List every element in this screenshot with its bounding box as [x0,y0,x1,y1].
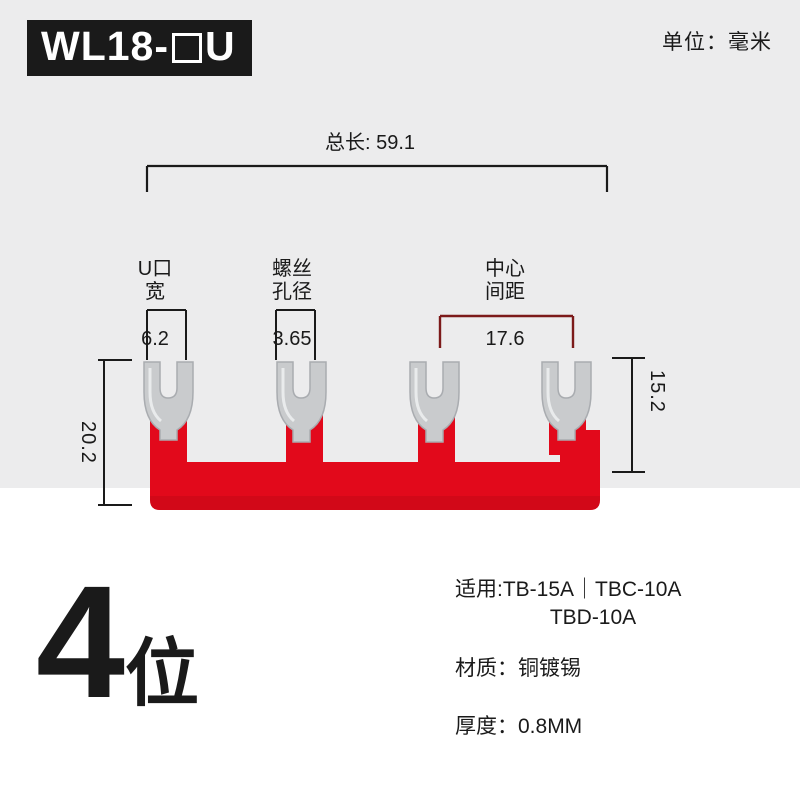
product-title-suffix: U [205,23,236,69]
spec-applicable: 适用:TB-15A｜TBC-10A TBD-10A [455,576,775,633]
pole-count-number: 4 [36,552,125,731]
u-opening-label: U口 宽 [137,257,173,304]
center-spacing-label: 中心 间距 [485,257,525,304]
pole-count-unit: 位 [124,632,199,716]
product-title-badge: WL18- U [27,20,252,76]
overall-height-value: 20.2 [77,421,99,464]
specification-list: 适用:TB-15A｜TBC-10A TBD-10A 材质：铜镀锡 厚度：0.8M… [455,576,775,745]
screw-hole-label: 螺丝 孔径 [272,257,312,304]
terminal-height-value: 15.2 [646,370,668,413]
u-opening-value: 6.2 [141,328,169,351]
spec-material: 材质：铜镀锡 [455,656,581,680]
spec-thickness: 厚度：0.8MM [455,715,583,739]
total-length-label: 总长: 59.1 [324,132,416,154]
u-opening-dimension: U口 宽 6.2 [100,234,210,352]
screw-hole-dimension: 螺丝 孔径 3.65 [232,234,352,352]
placeholder-square-icon [172,32,202,63]
spec-applicable-line1: 适用:TB-15A｜TBC-10A [455,578,682,601]
center-spacing-dimension: 中心 间距 17.6 [440,234,570,352]
product-title-prefix: WL18- [41,23,169,69]
spec-background-panel [0,488,800,800]
screw-hole-value: 3.65 [272,328,312,351]
spec-applicable-line2: TBD-10A [549,606,637,630]
diagram-background-panel [0,0,800,488]
pole-count: 4 位 [36,552,199,731]
center-spacing-value: 17.6 [485,328,525,351]
unit-label: 单位：毫米 [662,31,772,54]
